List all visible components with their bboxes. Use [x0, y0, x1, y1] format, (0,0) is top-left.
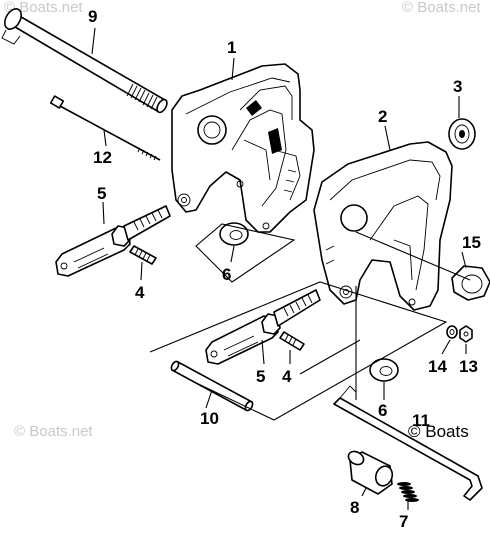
callout-14: 14: [428, 357, 447, 376]
watermark-top-left: © Boats.net: [4, 0, 83, 16]
part-6-washer-lower: [369, 358, 399, 382]
callout-8: 10: [200, 409, 219, 428]
callout-10: 7: [399, 512, 408, 531]
watermark-top-right: © Boats.net: [402, 0, 481, 16]
part-5-clamp-screw-lower: [205, 289, 321, 365]
callout-2: 2: [378, 107, 387, 126]
part-12-bolt: [49, 95, 161, 161]
assembly-lines: [149, 223, 471, 421]
callout-1: 1: [227, 38, 236, 57]
callouts: 9 1 3 2 12 5 4 6 15 5 4 14 13 6 10 11 8 …: [88, 7, 481, 531]
callout-6-upper: 6: [222, 265, 231, 284]
part-7-tube: [1, 8, 168, 114]
part-11-sleeve: [347, 450, 394, 495]
part-4-set-screw-upper: [129, 245, 157, 265]
watermark-overlay: © Boats: [408, 422, 469, 441]
part-5-clamp-screw-upper: [55, 205, 171, 277]
callout-4-upper: 4: [135, 283, 145, 302]
callout-13: 13: [459, 357, 478, 376]
part-1-bracket: [171, 63, 315, 233]
part-4-set-screw-lower: [279, 331, 305, 351]
part-9-rod: [333, 385, 483, 501]
callout-12: 12: [93, 148, 112, 167]
watermark-left: © Boats.net: [14, 423, 93, 440]
part-10-spring: [397, 482, 419, 502]
callout-4-lower: 4: [282, 367, 292, 386]
callout-6-lower: 6: [378, 401, 387, 420]
callout-9: 11: [412, 411, 430, 430]
part-14-washer: [446, 325, 458, 339]
callout-5-upper: 5: [97, 184, 106, 203]
part-2-bracket: [313, 141, 453, 311]
part-13-nut: [459, 325, 473, 343]
callout-11: 8: [350, 498, 359, 517]
callout-15: 15: [462, 233, 481, 252]
callout-leaders: [91, 27, 467, 510]
callout-5-lower: 5: [256, 367, 265, 386]
part-15-nut: [451, 265, 490, 301]
callout-7: 9: [88, 7, 97, 26]
callout-3: 3: [453, 77, 462, 96]
part-3-bushing: [448, 118, 476, 150]
part-8-pin: [170, 360, 254, 412]
